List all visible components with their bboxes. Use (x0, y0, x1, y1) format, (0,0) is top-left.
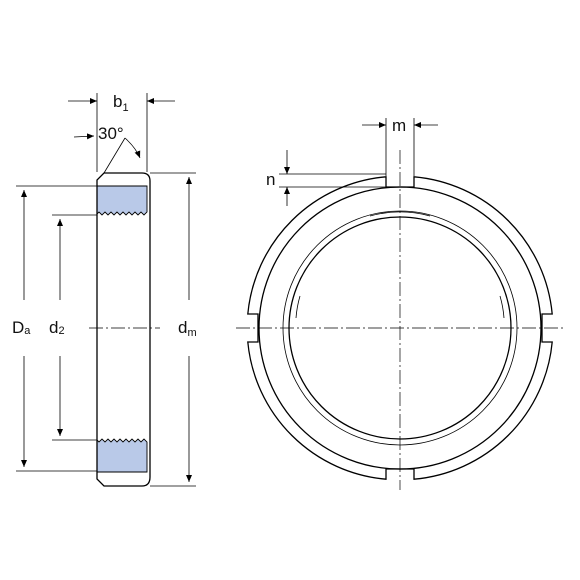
label-angle: 30° (98, 124, 124, 143)
outer-contour-with-slots (247, 176, 553, 480)
upper-thread-band (96, 185, 148, 216)
label-n: n (266, 170, 275, 189)
front-view (236, 118, 566, 490)
label-b1: b1 (113, 92, 129, 114)
label-d2: d2 (49, 318, 65, 337)
label-m: m (392, 116, 406, 135)
section-view (16, 93, 196, 487)
lower-thread-band (96, 438, 148, 473)
label-dm: dm (178, 318, 197, 339)
label-Da: Da (12, 318, 31, 337)
section-outline (96, 172, 151, 487)
